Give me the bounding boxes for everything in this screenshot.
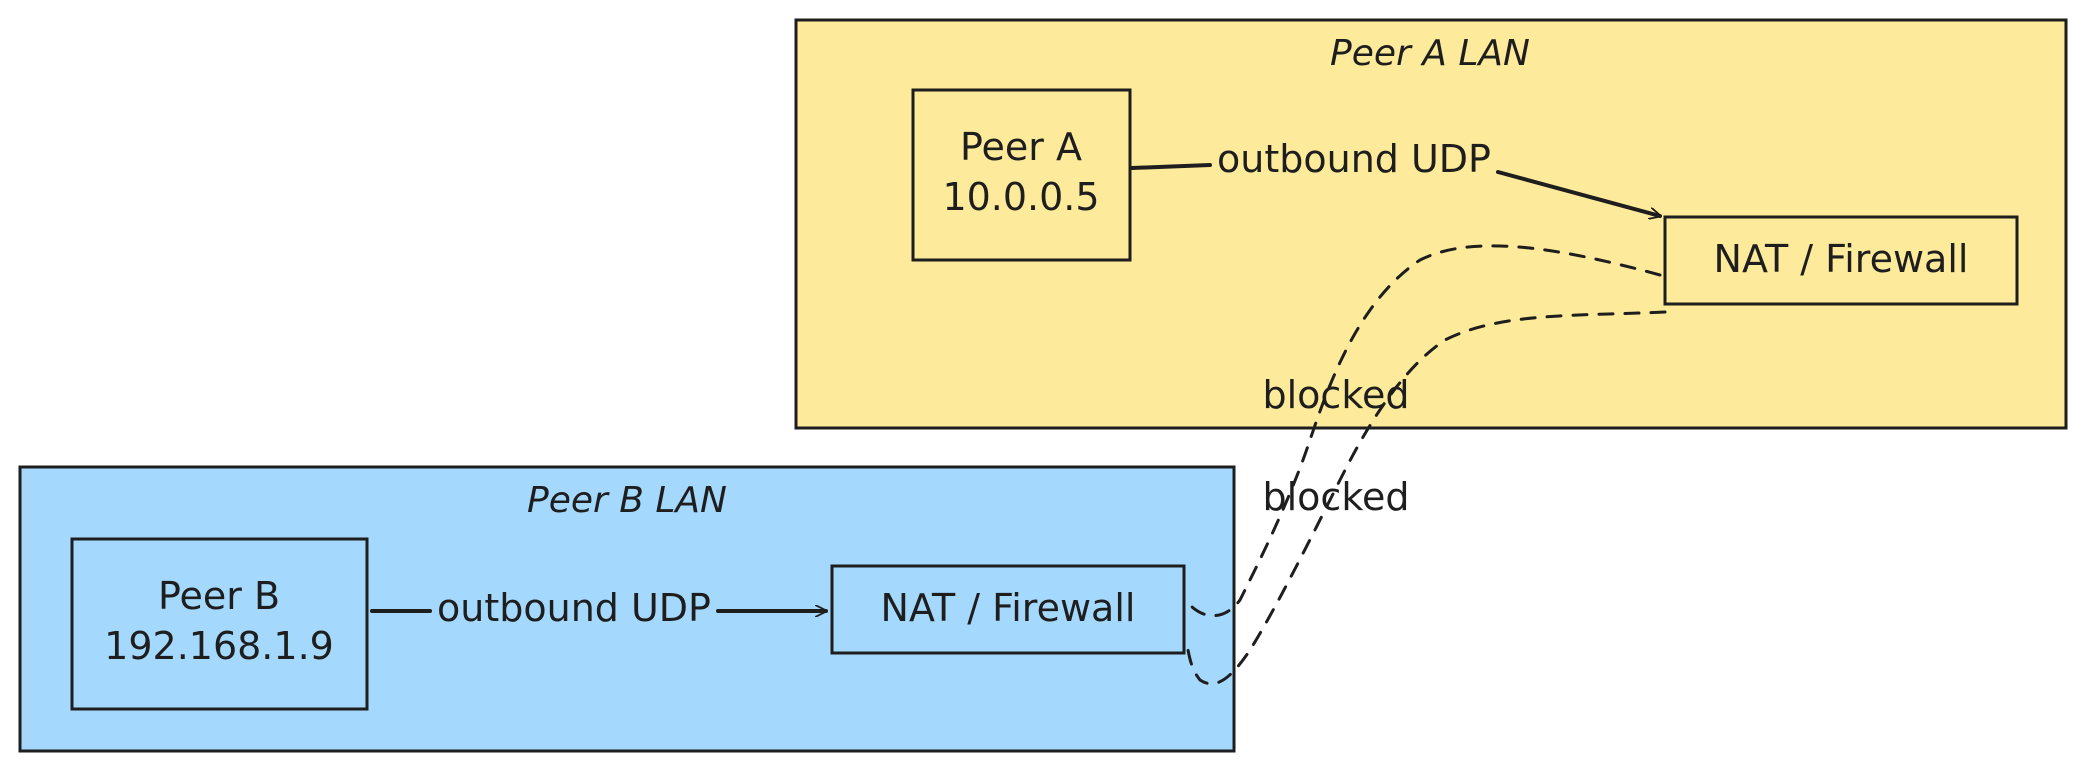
peer-a-box — [911, 88, 1132, 262]
peer-a-name: Peer A — [960, 125, 1082, 169]
peer-b-lan-frame — [18, 465, 1236, 753]
nat-b-label: NAT / Firewall — [881, 586, 1136, 630]
edge-blocked-lower[interactable] — [1186, 310, 1667, 686]
edge-peer-a-outbound[interactable]: outbound UDP — [1130, 137, 1660, 216]
nat-a-label: NAT / Firewall — [1714, 237, 1969, 281]
peer-a-lan-frame — [794, 18, 2068, 430]
blocked-label-lower: blocked — [1263, 475, 1410, 519]
edge-peer-a-outbound-label: outbound UDP — [1217, 137, 1491, 181]
peer-a-ip: 10.0.0.5 — [942, 175, 1099, 219]
group-peer-b-lan[interactable]: Peer B LAN — [18, 465, 1236, 753]
group-peer-a-lan[interactable]: Peer A LAN — [794, 18, 2068, 430]
peer-b-lan-title: Peer B LAN — [527, 480, 727, 521]
edge-peer-b-outbound[interactable]: outbound UDP — [370, 586, 826, 630]
nat-a-box — [1663, 215, 2019, 306]
peer-b-name: Peer B — [158, 574, 280, 618]
edge-peer-a-outbound-line — [1130, 163, 1660, 216]
edge-blocked-lower-line — [1186, 310, 1667, 686]
node-nat-a[interactable]: NAT / Firewall — [1663, 215, 2019, 306]
edge-blocked-upper[interactable] — [1188, 244, 1662, 618]
edge-blocked-upper-line — [1188, 244, 1662, 618]
peer-b-ip: 192.168.1.9 — [104, 624, 334, 668]
edge-peer-b-outbound-label: outbound UDP — [437, 586, 711, 630]
node-peer-b[interactable]: Peer B 192.168.1.9 — [70, 537, 369, 711]
peer-a-lan-title: Peer A LAN — [1330, 33, 1530, 74]
blocked-label-upper: blocked — [1263, 373, 1410, 417]
peer-b-box — [70, 537, 369, 711]
node-peer-a[interactable]: Peer A 10.0.0.5 — [911, 88, 1132, 262]
